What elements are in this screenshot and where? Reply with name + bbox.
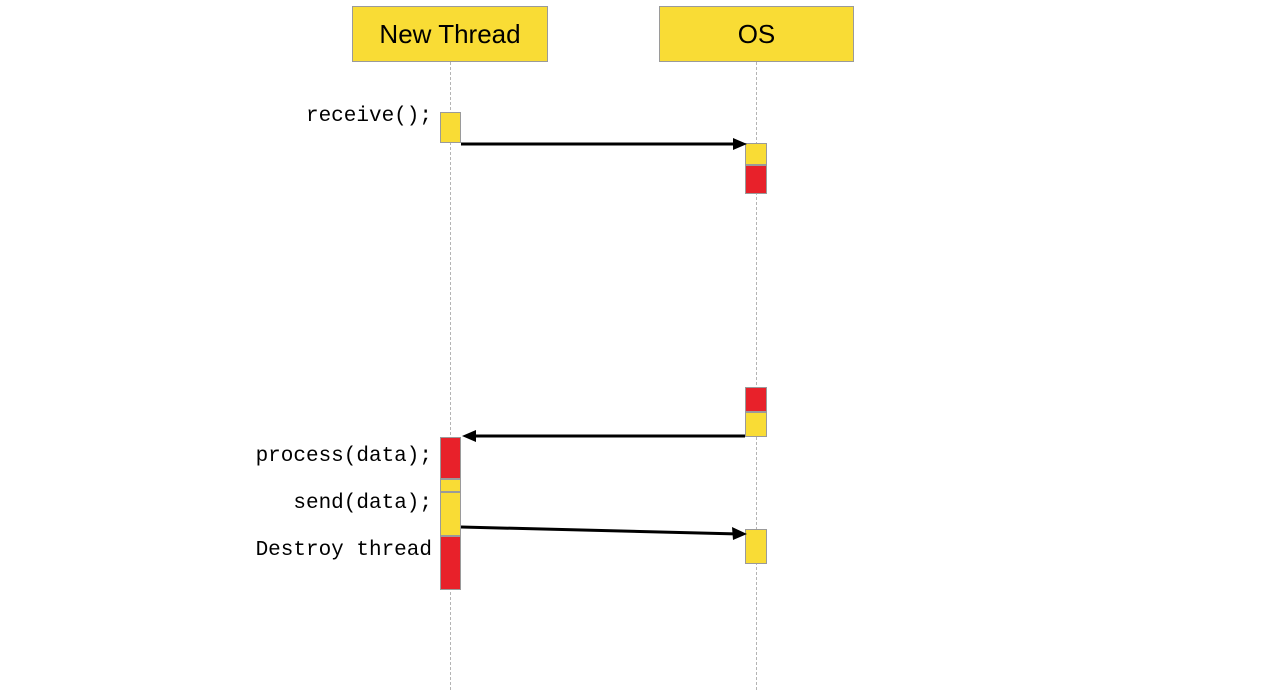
code-label-process: process(data);	[255, 445, 432, 468]
participant-box-os[interactable]: OS	[659, 6, 854, 62]
message-send[interactable]	[460, 525, 747, 540]
message-return-data[interactable]	[462, 430, 745, 442]
participant-label-os: OS	[737, 19, 776, 49]
code-label-receive: receive();	[305, 105, 432, 128]
participant-box-new-thread[interactable]: New Thread	[352, 6, 548, 62]
activation-new-thread-blocked[interactable]	[440, 437, 461, 479]
code-label-destroy: Destroy thread	[255, 539, 432, 562]
activation-os-receive-in[interactable]	[745, 143, 767, 165]
activation-os-blocked[interactable]	[745, 165, 767, 194]
message-receive[interactable]	[461, 138, 747, 150]
participant-label-new-thread: New Thread	[379, 19, 521, 49]
activation-os-send-out[interactable]	[745, 412, 767, 437]
activation-new-thread-process-a[interactable]	[440, 479, 461, 492]
code-label-send: send(data);	[293, 492, 432, 515]
activation-new-thread-process-b[interactable]	[440, 492, 461, 536]
activation-os-ready[interactable]	[745, 387, 767, 412]
activation-new-thread-receive[interactable]	[440, 112, 461, 143]
activation-new-thread-destroy[interactable]	[440, 536, 461, 590]
lifeline-new-thread	[450, 62, 451, 690]
activation-os-final[interactable]	[745, 529, 767, 564]
lifeline-os	[756, 62, 757, 690]
